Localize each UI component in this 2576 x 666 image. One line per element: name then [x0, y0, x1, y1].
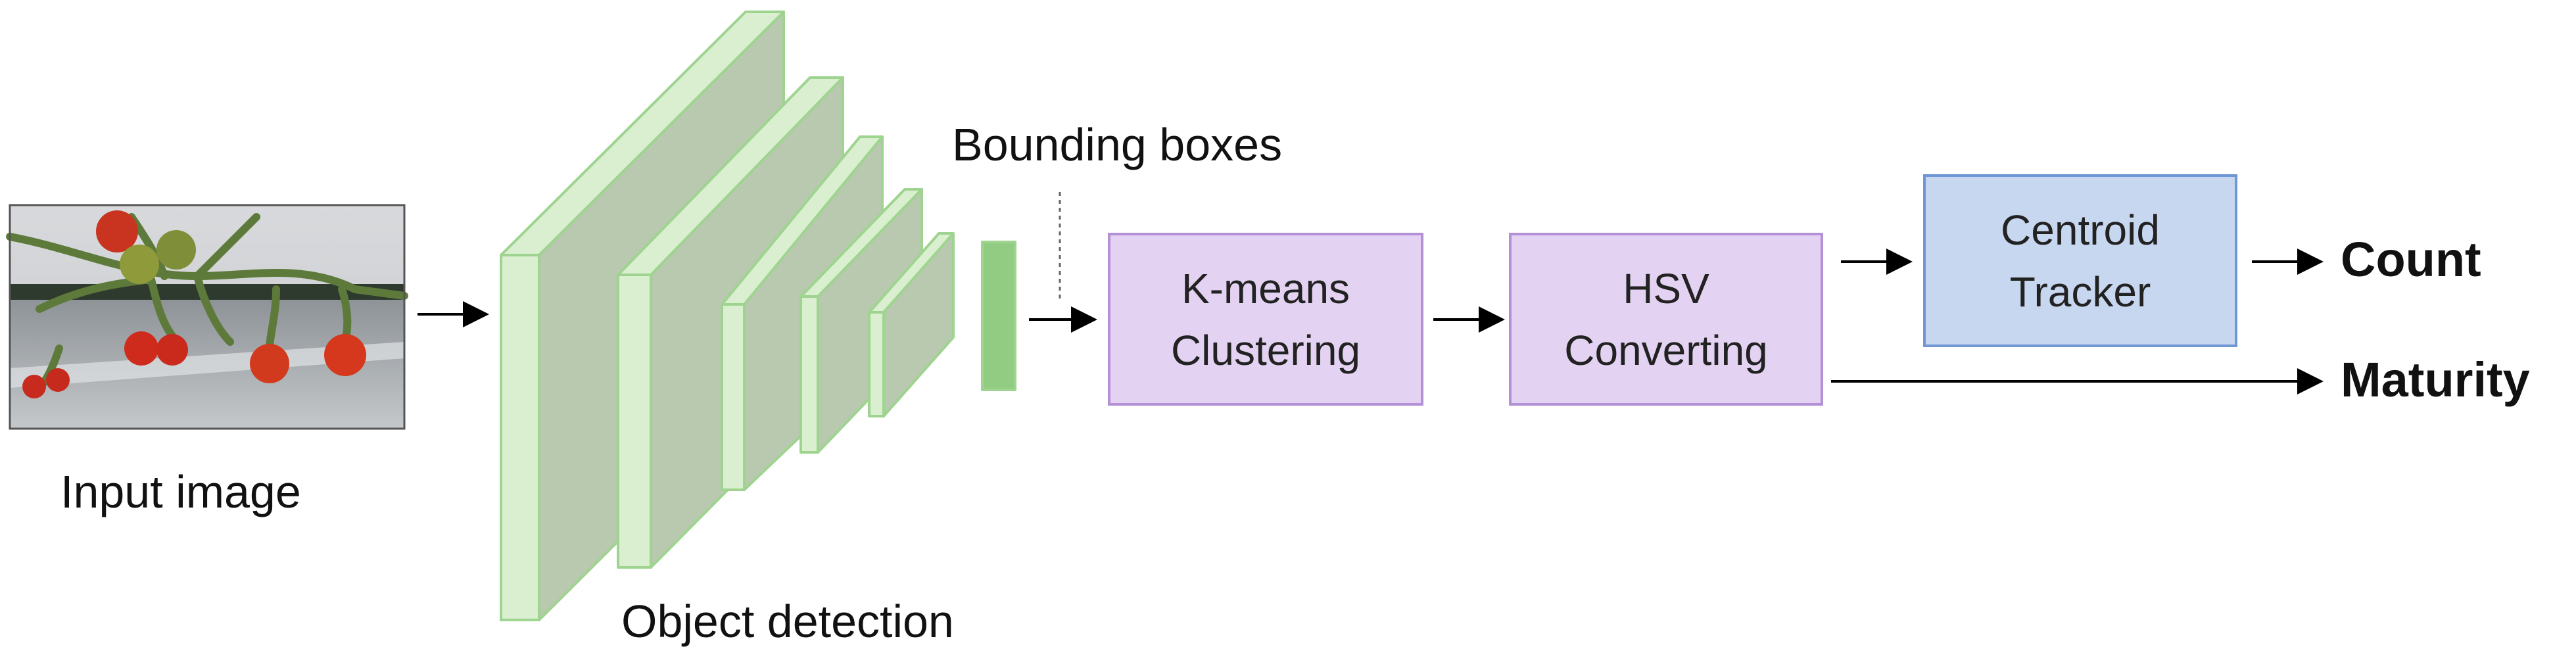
- cnn-layer-4: [799, 188, 923, 454]
- hsv-converting-box: HSV Converting: [1509, 233, 1823, 406]
- maturity-output: Maturity: [2341, 352, 2530, 407]
- kmeans-line-1: K-means: [1181, 264, 1350, 312]
- bounding-boxes-label: Bounding boxes: [952, 119, 1283, 170]
- kmeans-line-2: Clustering: [1170, 326, 1361, 374]
- object-detection-label: Object detection: [621, 596, 954, 647]
- count-output: Count: [2341, 232, 2481, 287]
- centroid-tracker-box: Centroid Tracker: [1923, 174, 2237, 347]
- detection-output-bar: [981, 241, 1016, 391]
- cnn-layers: [500, 11, 1016, 621]
- tracker-line-1: Centroid: [2001, 206, 2160, 254]
- kmeans-clustering-box: K-means Clustering: [1108, 233, 1423, 406]
- cnn-layer-5: [868, 232, 955, 417]
- hsv-line-1: HSV: [1623, 264, 1709, 312]
- tracker-line-2: Tracker: [2009, 268, 2151, 316]
- input-photo: [6, 204, 408, 430]
- hsv-line-2: Converting: [1564, 326, 1768, 374]
- input-image-label: Input image: [60, 466, 301, 517]
